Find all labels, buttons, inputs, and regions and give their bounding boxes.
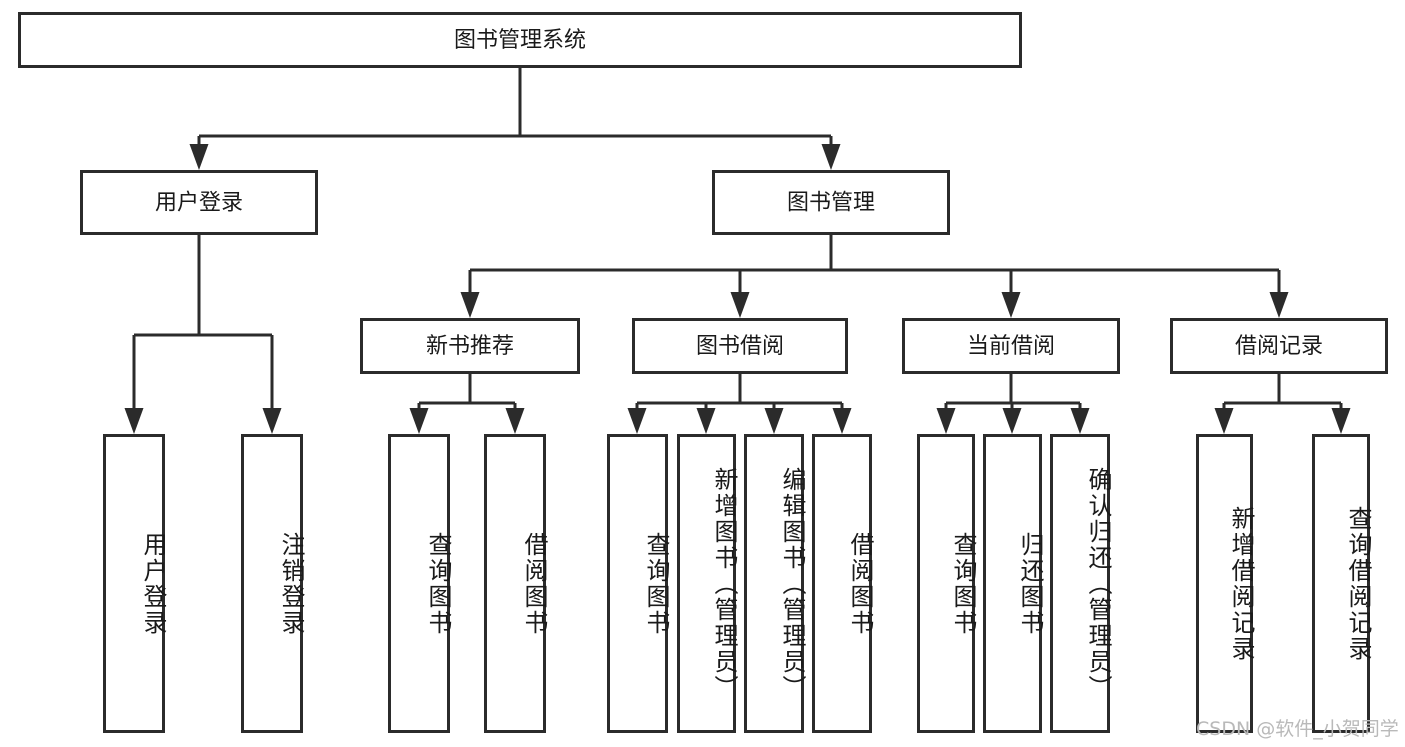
node-leaf-borrow-book-recommend[interactable] — [484, 434, 546, 733]
arrow-head-icon — [730, 292, 750, 318]
node-box[interactable] — [744, 434, 804, 733]
node-box[interactable] — [80, 170, 318, 235]
node-box[interactable] — [917, 434, 975, 733]
node-box[interactable] — [484, 434, 546, 733]
node-new-book-recommend[interactable]: 新书推荐 — [360, 318, 580, 374]
arrow-head-icon — [124, 408, 144, 434]
node-book-borrow[interactable]: 图书借阅 — [632, 318, 848, 374]
node-box[interactable] — [902, 318, 1120, 374]
node-label: 借阅记录 — [1235, 334, 1323, 359]
connector-layer — [124, 68, 1351, 434]
node-box[interactable] — [388, 434, 450, 733]
arrow-head-icon — [1331, 408, 1351, 434]
node-label: 图书管理 — [787, 191, 875, 216]
node-label: 图书借阅 — [696, 334, 784, 359]
arrow-head-icon — [262, 408, 282, 434]
node-box[interactable] — [1196, 434, 1253, 733]
arrow-head-icon — [764, 408, 784, 434]
node-box[interactable] — [1050, 434, 1110, 733]
node-label: 新书推荐 — [426, 334, 514, 359]
node-root[interactable]: 图书管理系统 — [18, 12, 1022, 68]
node-box[interactable] — [677, 434, 736, 733]
node-leaf-return-book[interactable] — [983, 434, 1042, 733]
conn-current-to-leaves — [936, 374, 1090, 434]
node-book-management[interactable]: 图书管理 — [712, 170, 950, 235]
conn-bookmgmt-to-level3 — [460, 235, 1289, 318]
node-leaf-query-borrow-record[interactable] — [1312, 434, 1370, 733]
conn-record-to-leaves — [1214, 374, 1351, 434]
arrow-head-icon — [1070, 408, 1090, 434]
conn-root-to-level2 — [189, 68, 841, 170]
node-leaf-add-book[interactable] — [677, 434, 736, 733]
node-label: 用户登录 — [155, 191, 243, 216]
node-leaf-query-book-current[interactable] — [917, 434, 975, 733]
arrow-head-icon — [821, 144, 841, 170]
node-leaf-add-borrow-record[interactable] — [1196, 434, 1253, 733]
node-box[interactable] — [18, 12, 1022, 68]
node-leaf-edit-book[interactable] — [744, 434, 804, 733]
node-box[interactable] — [241, 434, 303, 733]
node-current-borrow[interactable]: 当前借阅 — [902, 318, 1120, 374]
node-box[interactable] — [360, 318, 580, 374]
conn-userlogin-to-leaves — [124, 235, 282, 434]
node-user-login[interactable]: 用户登录 — [80, 170, 318, 235]
node-box[interactable] — [1170, 318, 1388, 374]
arrow-head-icon — [1001, 292, 1021, 318]
node-leaf-query-book-recommend[interactable] — [388, 434, 450, 733]
arrow-head-icon — [627, 408, 647, 434]
node-box[interactable] — [607, 434, 668, 733]
node-leaf-logout[interactable] — [241, 434, 303, 733]
arrow-head-icon — [460, 292, 480, 318]
node-label: 当前借阅 — [967, 334, 1055, 359]
arrow-head-icon — [936, 408, 956, 434]
node-box[interactable] — [812, 434, 872, 733]
arrow-head-icon — [696, 408, 716, 434]
node-leaf-confirm-return[interactable] — [1050, 434, 1110, 733]
conn-borrow-to-leaves — [627, 374, 852, 434]
arrow-head-icon — [1214, 408, 1234, 434]
node-borrow-record[interactable]: 借阅记录 — [1170, 318, 1388, 374]
node-box[interactable] — [632, 318, 848, 374]
conn-recommend-to-leaves — [409, 374, 525, 434]
arrow-head-icon — [505, 408, 525, 434]
node-leaf-query-book-borrow[interactable] — [607, 434, 668, 733]
arrow-head-icon — [1002, 408, 1022, 434]
node-box[interactable] — [712, 170, 950, 235]
node-label: 图书管理系统 — [454, 28, 586, 53]
arrow-head-icon — [409, 408, 429, 434]
arrow-head-icon — [832, 408, 852, 434]
node-leaf-borrow-book[interactable] — [812, 434, 872, 733]
node-box[interactable] — [1312, 434, 1370, 733]
watermark: CSDN @软件_小贺同学 — [1196, 718, 1399, 740]
node-box[interactable] — [983, 434, 1042, 733]
node-leaf-user-login[interactable] — [103, 434, 165, 733]
arrow-head-icon — [189, 144, 209, 170]
arrow-head-icon — [1269, 292, 1289, 318]
node-box[interactable] — [103, 434, 165, 733]
